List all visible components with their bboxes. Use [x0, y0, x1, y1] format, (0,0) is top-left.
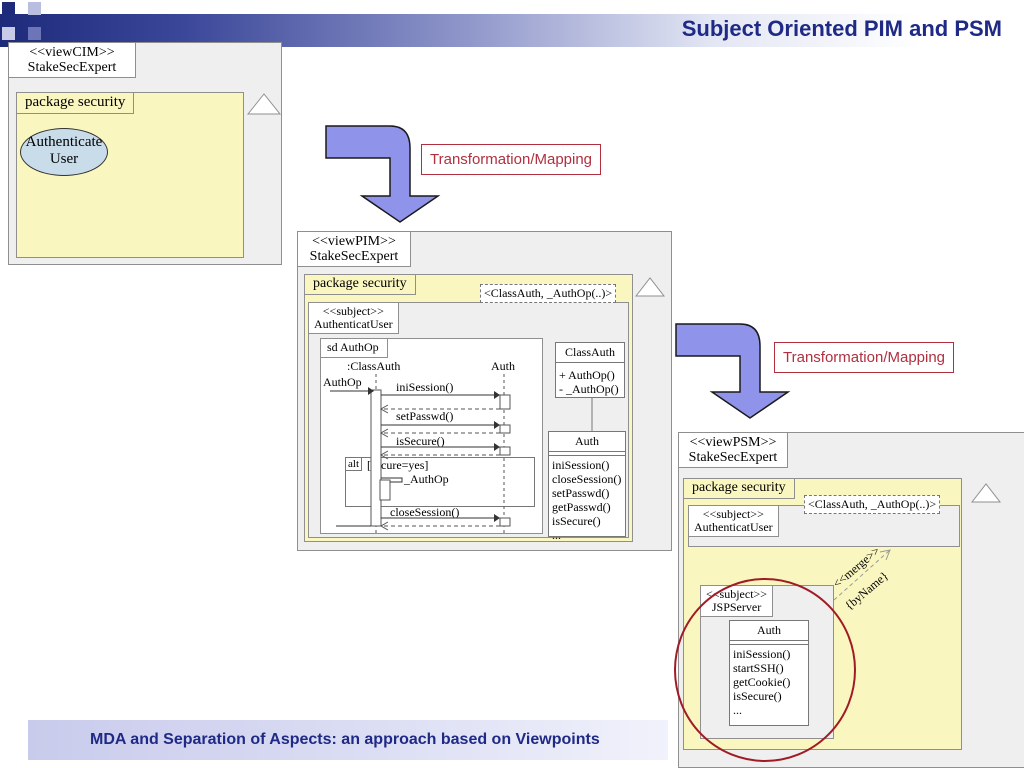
transformation-arrow-2-icon — [675, 323, 791, 419]
cim-package-tab: package security — [16, 92, 135, 114]
psm-triangle-icon — [970, 483, 1002, 503]
cim-name: StakeSecExpert — [27, 60, 117, 75]
psm-jsp-name: JSPServer — [711, 600, 762, 614]
transformation-label-2: Transformation/Mapping — [774, 342, 955, 373]
usecase-authenticate-user: Authenticate User — [20, 128, 108, 176]
pim-auth-op-1: iniSession() — [552, 458, 610, 472]
sd-lifeline-classauth: :ClassAuth — [347, 359, 401, 373]
sd-frame — [320, 338, 543, 534]
pim-stereotype: <<viewPIM>> — [312, 234, 396, 249]
classauth-op-2: - _AuthOp() — [559, 382, 619, 396]
pim-class-classauth: ClassAuth + AuthOp() - _AuthOp() — [555, 342, 625, 398]
sd-msg-closesession: closeSession() — [390, 505, 460, 519]
transformation-arrow-1-icon — [325, 125, 441, 223]
psm-package-tab: package security — [683, 478, 795, 499]
pim-auth-op-6: ... — [552, 528, 561, 542]
header-square-mid — [28, 27, 41, 40]
pim-subject-name: AuthenticatUser — [314, 317, 393, 331]
psm-auth-op-2: startSSH() — [733, 661, 784, 675]
pim-package-tab: package security — [304, 274, 416, 295]
usecase-line2: User — [49, 151, 79, 167]
pim-subject-stereotype: <<subject>> — [322, 304, 384, 318]
pim-name: StakeSecExpert — [309, 249, 399, 264]
slide-title: Subject Oriented PIM and PSM — [681, 16, 1002, 41]
pim-auth-op-3: setPasswd() — [552, 486, 610, 500]
pim-auth-op-4: getPasswd() — [552, 500, 611, 514]
psm-auth-op-1: iniSession() — [733, 647, 791, 661]
psm-auth-op-4: isSecure() — [733, 689, 782, 703]
pim-binding: <ClassAuth, _AuthOp(..)> — [480, 284, 617, 303]
footer-bar — [28, 720, 668, 760]
header-bar — [0, 14, 1024, 47]
sd-title: sd AuthOp — [320, 338, 388, 358]
classauth-op-1: + AuthOp() — [559, 368, 615, 382]
highlight-circle — [674, 578, 856, 762]
sd-alt-guard: [secure=yes] — [367, 458, 429, 472]
pim-subject-tab: <<subject>> AuthenticatUser — [308, 302, 399, 334]
psm-binding: <ClassAuth, _AuthOp(..)> — [804, 495, 941, 514]
sd-msg-setpasswd: setPasswd() — [396, 409, 454, 423]
pim-triangle-icon — [634, 277, 666, 297]
transformation-label-1: Transformation/Mapping — [421, 144, 602, 175]
footer-text: MDA and Separation of Aspects: an approa… — [90, 731, 600, 748]
usecase-line1: Authenticate — [25, 134, 103, 150]
header-square-light-2 — [2, 27, 15, 40]
psm-view-tab: <<viewPSM>> StakeSecExpert — [678, 432, 788, 468]
cim-view-tab: <<viewCIM>> StakeSecExpert — [8, 42, 136, 78]
psm-subject-stereotype: <<subject>> — [702, 507, 764, 521]
psm-class-auth: Auth iniSession() startSSH() getCookie()… — [729, 620, 809, 726]
psm-stereotype: <<viewPSM>> — [689, 435, 777, 450]
psm-jsp-tab: <<subject>> JSPServer — [700, 585, 774, 617]
header-square-dark — [2, 2, 15, 15]
cim-stereotype: <<viewCIM>> — [29, 45, 115, 60]
sd-self-call: _AuthOp — [404, 472, 449, 486]
sd-lifeline-auth: Auth — [491, 359, 515, 373]
pim-auth-op-5: isSecure() — [552, 514, 601, 528]
psm-subject-name: AuthenticatUser — [694, 520, 773, 534]
sd-activation-classauth — [370, 389, 382, 527]
psm-auth-name: Auth — [730, 621, 808, 641]
pim-class-auth: Auth iniSession() closeSession() setPass… — [548, 431, 626, 542]
psm-name: StakeSecExpert — [688, 450, 778, 465]
sd-msg-issecure: isSecure() — [396, 434, 445, 448]
pim-auth-name: Auth — [549, 432, 625, 452]
psm-subject-tab: <<subject>> AuthenticatUser — [688, 505, 779, 537]
header-square-light — [28, 2, 41, 15]
sd-alt-label: alt — [345, 457, 362, 471]
cim-triangle-icon — [246, 93, 282, 115]
sd-gate-label: AuthOp — [323, 375, 362, 389]
classauth-name: ClassAuth — [556, 343, 624, 363]
psm-auth-op-5: ... — [733, 703, 742, 717]
psm-auth-op-3: getCookie() — [733, 675, 791, 689]
sd-msg-inisession: iniSession() — [396, 380, 454, 394]
pim-auth-op-2: closeSession() — [552, 472, 622, 486]
sd-alt-fragment — [345, 457, 535, 507]
pim-view-tab: <<viewPIM>> StakeSecExpert — [297, 231, 411, 267]
